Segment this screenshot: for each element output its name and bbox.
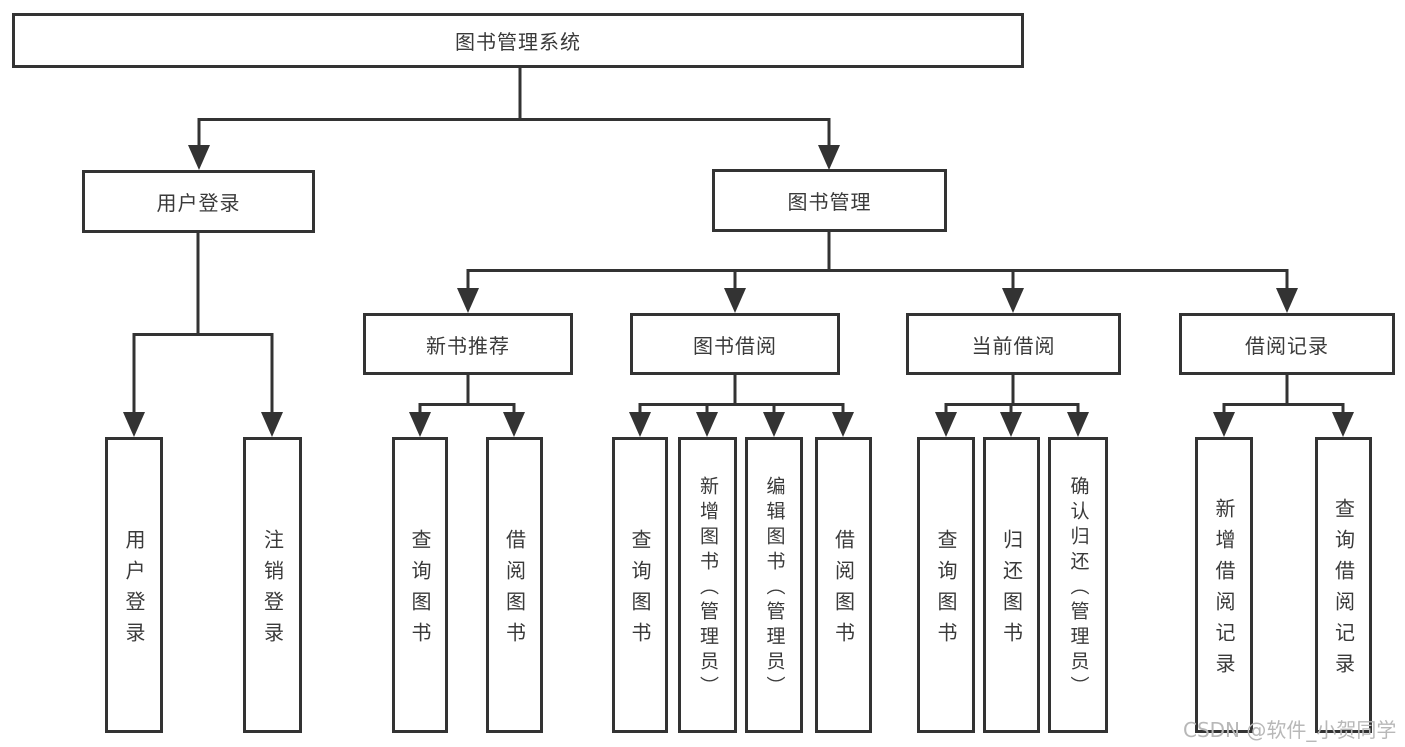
leaf-return-books: 归还图书 <box>983 437 1040 733</box>
node-label: 借阅记录 <box>1245 333 1329 358</box>
leaf-add-borrow-record: 新增借阅记录 <box>1195 437 1253 733</box>
leaf-query-books-current: 查询图书 <box>917 437 975 733</box>
leaf-label: 编辑图书（管理员） <box>763 475 786 701</box>
leaf-borrow-books-recommend: 借阅图书 <box>486 437 543 733</box>
leaf-label: 归还图书 <box>999 528 1024 653</box>
node-user-login: 用户登录 <box>82 170 315 233</box>
leaf-label: 新增图书（管理员） <box>697 475 719 701</box>
leaf-label: 查询借阅记录 <box>1331 497 1356 684</box>
node-label: 当前借阅 <box>971 333 1056 358</box>
leaf-logout: 注销登录 <box>243 437 302 733</box>
csdn-watermark: CSDN @软件_小贺同学 <box>1183 718 1397 742</box>
leaf-label: 查询图书 <box>408 528 432 653</box>
node-label: 新书推荐 <box>426 333 510 358</box>
node-book-borrowing: 图书借阅 <box>630 313 840 375</box>
leaf-label: 用户登录 <box>122 528 146 653</box>
node-label: 图书管理系统 <box>455 30 581 54</box>
leaf-label: 注销登录 <box>260 528 285 653</box>
node-label: 图书管理 <box>787 190 872 214</box>
leaf-query-books-borrowing: 查询图书 <box>612 437 668 733</box>
node-label: 用户登录 <box>156 191 241 215</box>
leaf-label: 查询图书 <box>628 528 652 653</box>
leaf-label: 新增借阅记录 <box>1212 497 1236 684</box>
node-current-borrowing: 当前借阅 <box>906 313 1121 375</box>
leaf-label: 借阅图书 <box>502 528 527 653</box>
node-label: 图书借阅 <box>693 333 777 358</box>
node-borrowing-records: 借阅记录 <box>1179 313 1395 375</box>
leaf-borrow-books-borrowing: 借阅图书 <box>815 437 872 733</box>
leaf-query-books-recommend: 查询图书 <box>392 437 448 733</box>
leaf-add-books-admin: 新增图书（管理员） <box>678 437 737 733</box>
leaf-label: 查询图书 <box>934 528 958 653</box>
leaf-label: 确认归还（管理员） <box>1067 475 1090 701</box>
leaf-confirm-return-admin: 确认归还（管理员） <box>1048 437 1108 733</box>
leaf-label: 借阅图书 <box>831 528 856 653</box>
leaf-user-login: 用户登录 <box>105 437 163 733</box>
leaf-edit-books-admin: 编辑图书（管理员） <box>745 437 803 733</box>
leaf-query-borrow-record: 查询借阅记录 <box>1315 437 1372 733</box>
node-book-management: 图书管理 <box>712 169 947 232</box>
node-new-book-recommendation: 新书推荐 <box>363 313 573 375</box>
node-library-management-system: 图书管理系统 <box>12 13 1024 68</box>
